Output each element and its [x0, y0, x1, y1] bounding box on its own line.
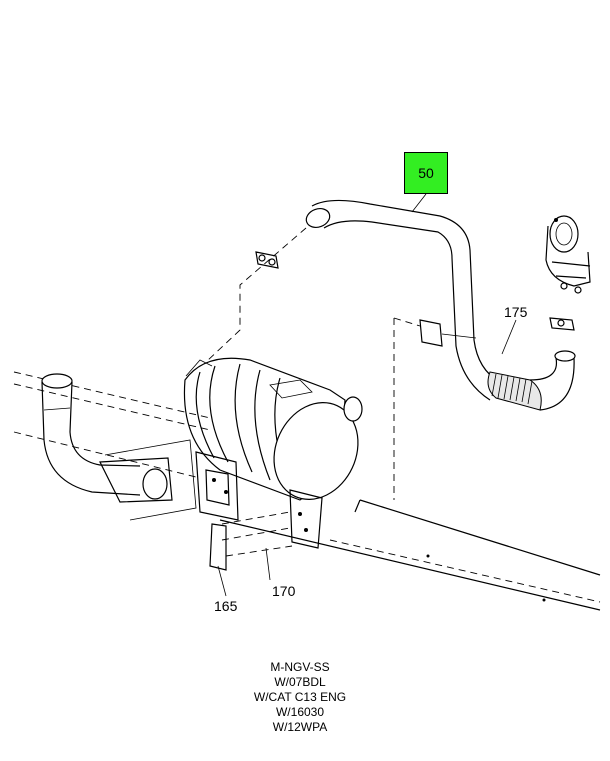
turbo-elbow: [545, 215, 591, 294]
muffler-body: [183, 357, 363, 501]
crossover-pipe: [41, 373, 197, 521]
callout-165: 165: [214, 598, 238, 614]
clamps: [255, 251, 575, 347]
note-line: W/07BDL: [274, 675, 326, 689]
callout-175: 175: [504, 304, 528, 320]
leader-lines: [217, 193, 517, 597]
note-line: W/16030: [275, 705, 325, 719]
callout-170: 170: [272, 583, 296, 599]
applicability-notes: M-NGV-SS W/07BDL W/CAT C13 ENG W/16030 W…: [200, 660, 400, 735]
note-line: W/12WPA: [272, 720, 328, 734]
note-line: M-NGV-SS: [270, 660, 330, 674]
routing-lines: [205, 227, 421, 500]
tailpipe-part-50: [305, 199, 576, 411]
note-line: W/CAT C13 ENG: [253, 690, 347, 704]
part-50-number: 50: [418, 165, 434, 181]
highlighted-part-label[interactable]: 50: [404, 152, 448, 194]
mounting-brackets: [195, 451, 323, 571]
